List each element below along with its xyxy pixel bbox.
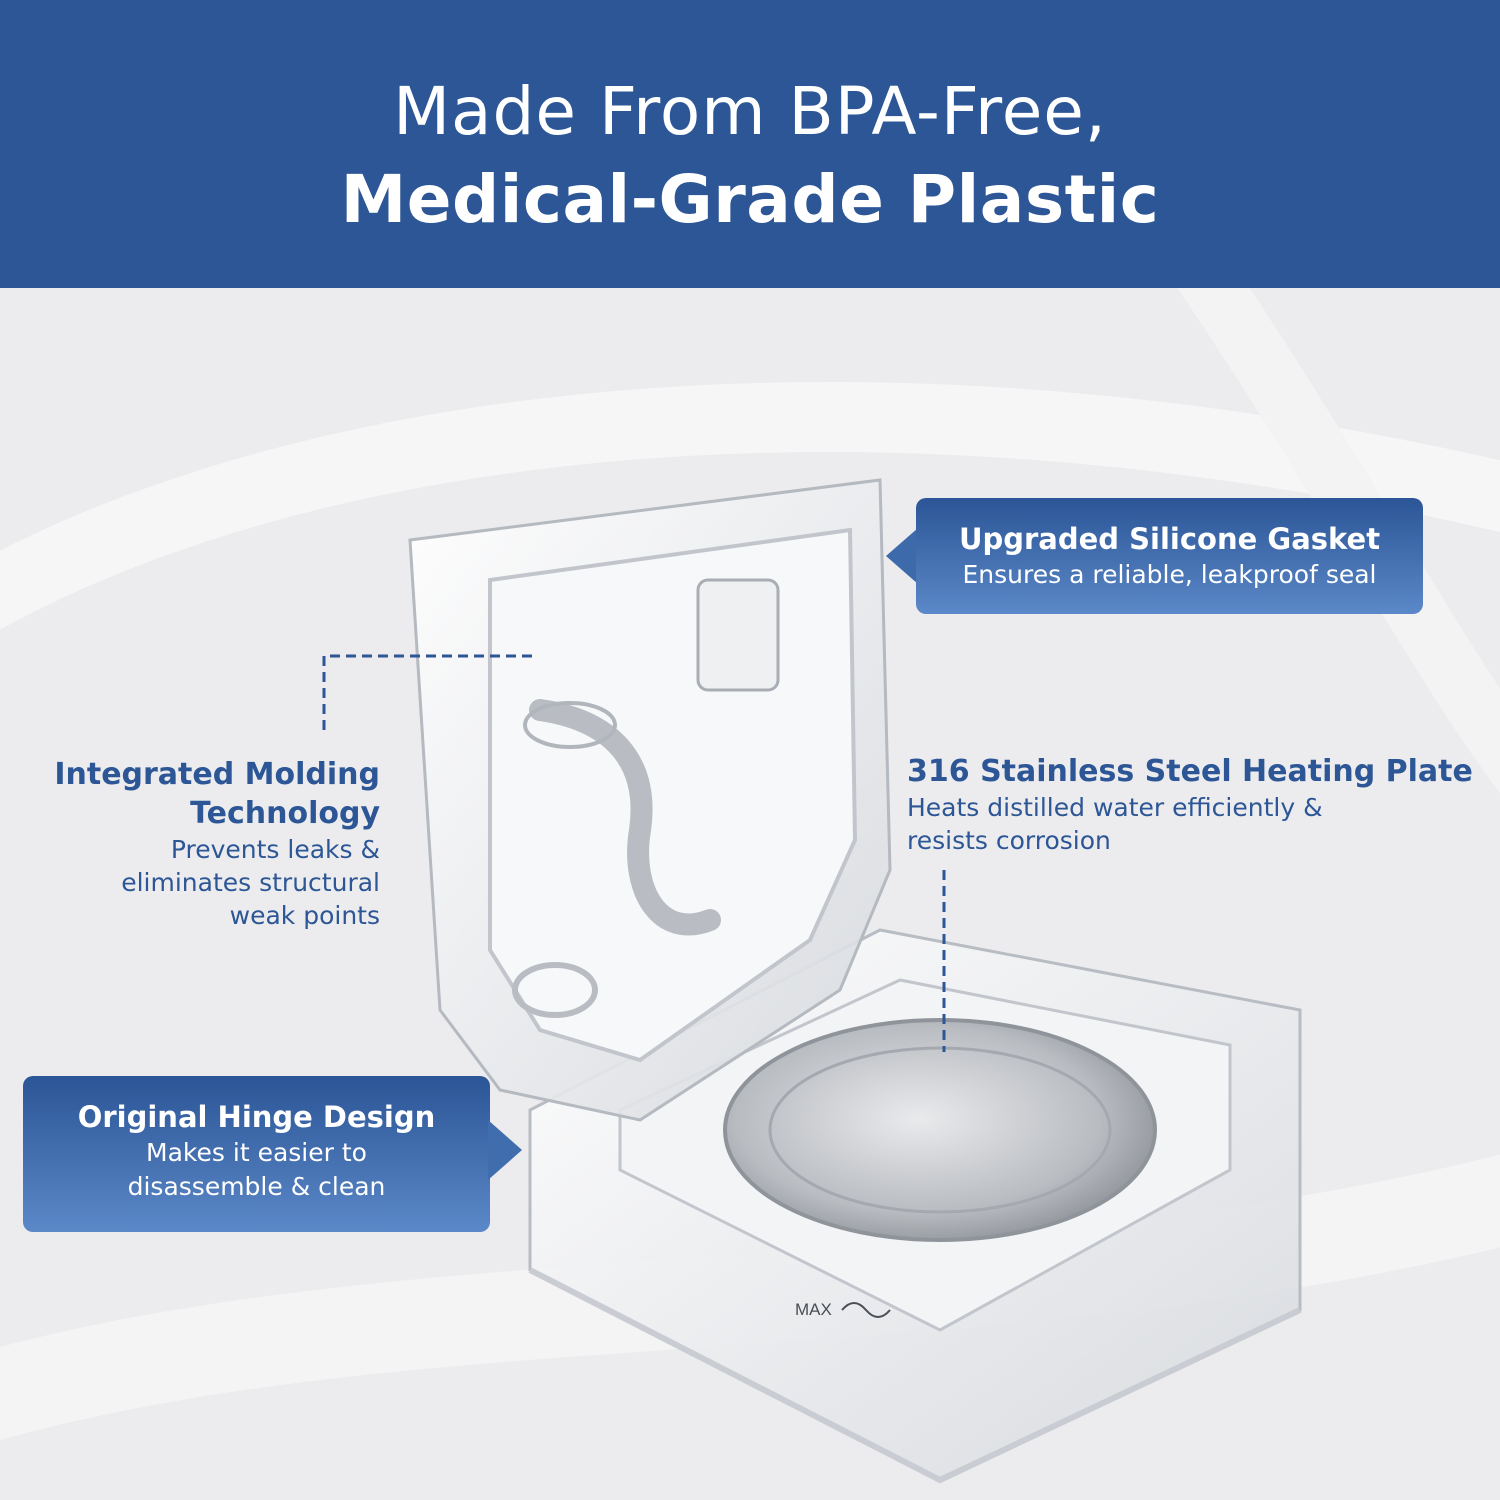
hinge-callout-pointer (488, 1120, 522, 1180)
title-line-2: Medical-Grade Plastic (340, 161, 1160, 238)
molding-subtext-line-2: eliminates structural (121, 868, 380, 897)
steel-subtext-line-2: resists corrosion (907, 826, 1111, 855)
hinge-callout: Original Hinge Design Makes it easier to… (23, 1076, 490, 1232)
molding-heading-line-1: Integrated Molding (54, 757, 380, 792)
steel-plate-callout: 316 Stainless Steel Heating Plate Heats … (907, 752, 1487, 857)
molding-leader-line (322, 654, 532, 730)
molding-callout: Integrated Molding Technology Prevents l… (20, 755, 380, 932)
header-banner: Made From BPA-Free, Medical-Grade Plasti… (0, 0, 1500, 288)
title-line-1: Made From BPA-Free, (393, 73, 1107, 150)
steel-heading: 316 Stainless Steel Heating Plate (907, 754, 1473, 789)
molding-subtext-line-3: weak points (229, 901, 380, 930)
hinge-heading: Original Hinge Design (77, 1100, 436, 1134)
humidifier-water-chamber-image: MAX (408, 478, 1302, 1484)
gasket-callout-pointer (886, 528, 918, 584)
steel-leader-line (942, 870, 946, 1052)
max-label: MAX (795, 1300, 832, 1319)
hinge-subtext-line-2: disassemble & clean (127, 1172, 386, 1201)
gasket-callout: Upgraded Silicone Gasket Ensures a relia… (916, 498, 1423, 614)
gasket-heading: Upgraded Silicone Gasket (958, 522, 1381, 556)
molding-heading-line-2: Technology (190, 796, 380, 831)
hinge-subtext-line-1: Makes it easier to (146, 1138, 367, 1167)
gasket-subtext: Ensures a reliable, leakproof seal (962, 560, 1377, 589)
steel-subtext-line-1: Heats distilled water efficiently & (907, 793, 1323, 822)
molding-subtext-line-1: Prevents leaks & (170, 835, 380, 864)
